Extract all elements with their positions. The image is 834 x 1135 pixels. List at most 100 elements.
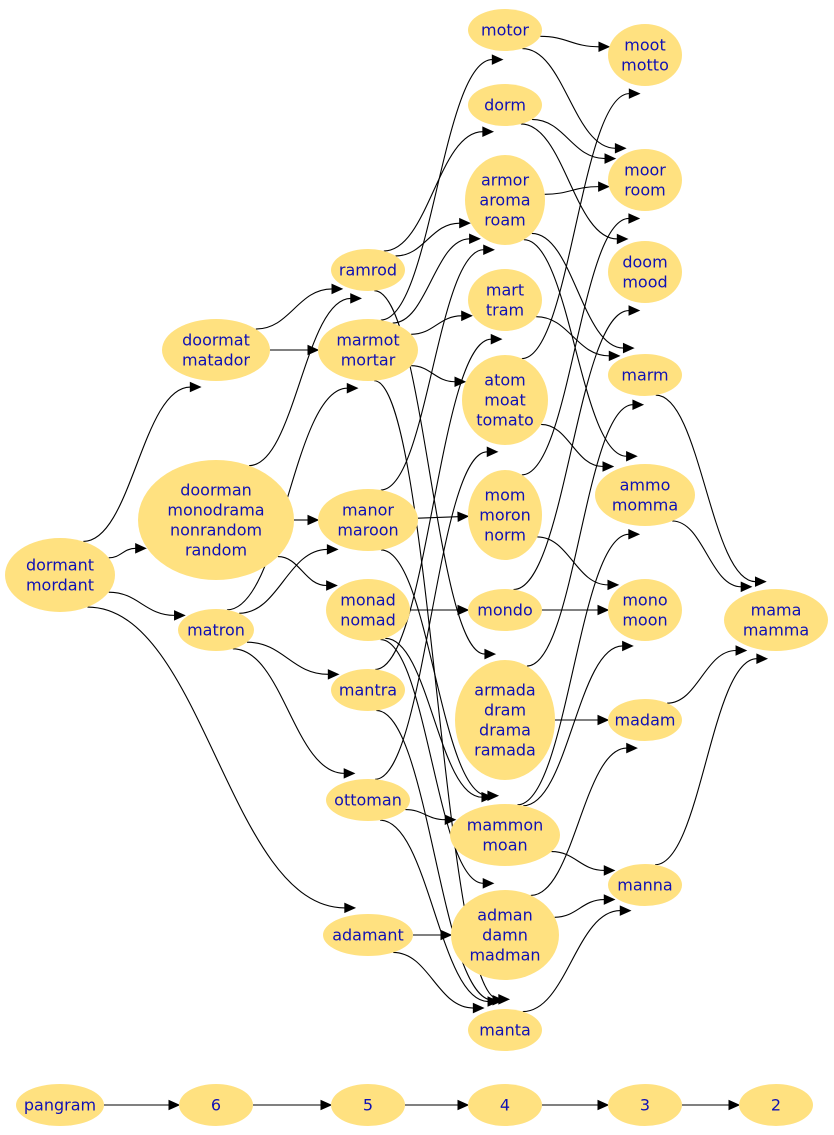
edge-dormant-to-doorman xyxy=(108,543,147,559)
edge-armor-to-marm xyxy=(531,232,635,354)
edge-line xyxy=(522,910,621,1013)
node-mantra: mantra xyxy=(331,669,405,711)
node-label: mono xyxy=(622,591,667,610)
arrowhead-icon xyxy=(728,1099,741,1111)
edge-line xyxy=(513,309,630,591)
edge-line xyxy=(405,809,446,821)
node-ellipse xyxy=(331,669,405,711)
arrowhead-icon xyxy=(616,233,629,245)
edge-line xyxy=(521,217,629,476)
edge-line xyxy=(654,658,757,866)
node-ellipse xyxy=(16,1084,104,1126)
node-label: norm xyxy=(484,526,526,545)
arrowhead-icon xyxy=(628,529,641,540)
node-label: motor xyxy=(481,21,529,40)
edge-line xyxy=(385,637,482,798)
node-dorm: dorm xyxy=(468,84,542,126)
node-label: motto xyxy=(621,56,669,75)
edge-line xyxy=(531,118,606,160)
node-ellipse xyxy=(608,149,682,211)
node-label: roam xyxy=(484,211,525,230)
edge-matron-to-mantra xyxy=(246,641,340,680)
edge-motor-to-moor xyxy=(522,48,627,154)
node-pangram: pangram xyxy=(16,1084,104,1126)
edge-atom-to-moot xyxy=(521,88,641,360)
arrowhead-icon xyxy=(622,640,634,652)
arrowhead-icon xyxy=(487,996,500,1007)
edge-ramrod-to-armada xyxy=(374,290,497,660)
edge-mom-to-moor xyxy=(521,213,641,476)
arrowhead-icon xyxy=(614,142,627,154)
node-ellipse xyxy=(468,589,542,631)
node-ellipse xyxy=(162,319,270,381)
node-label: moon xyxy=(622,611,667,630)
node-ellipse xyxy=(595,464,695,526)
edge-ottoman-to-mammon xyxy=(405,809,457,826)
edge-doorman-to-manor xyxy=(294,514,320,526)
arrowhead-icon xyxy=(346,382,359,394)
node-label: 4 xyxy=(500,1096,510,1115)
edge-l3-to-l2 xyxy=(682,1099,741,1111)
node-label: armada xyxy=(474,681,535,700)
node-ellipse xyxy=(724,589,828,651)
node-ellipse xyxy=(318,489,418,551)
arrowhead-icon xyxy=(457,511,470,523)
edge-line xyxy=(246,641,329,675)
node-label: adman xyxy=(477,906,533,925)
arrowhead-icon xyxy=(603,894,616,905)
node-matron: matron xyxy=(178,609,254,651)
node-ellipse xyxy=(455,660,555,780)
edge-line xyxy=(521,93,630,360)
arrowhead-icon xyxy=(168,1099,181,1111)
node-label: atom xyxy=(484,371,525,390)
edge-dormant-to-adamant xyxy=(87,606,357,914)
arrowhead-icon xyxy=(626,742,638,754)
arrowhead-icon xyxy=(481,791,494,803)
node-label: dorm xyxy=(484,96,526,115)
edge-madam-to-mama xyxy=(667,645,748,704)
edge-line xyxy=(544,186,599,195)
node-ramrod: ramrod xyxy=(331,249,405,291)
node-label: matador xyxy=(182,351,250,370)
node-ottoman: ottoman xyxy=(326,779,410,821)
arrowhead-icon xyxy=(756,653,769,664)
arrowhead-icon xyxy=(490,333,503,345)
arrowhead-icon xyxy=(628,305,641,316)
arrowhead-icon xyxy=(604,153,617,164)
node-label: mammon xyxy=(467,816,544,835)
arrowhead-icon xyxy=(619,905,632,916)
edge-line xyxy=(395,222,460,257)
edge-doorman-to-ramrod xyxy=(249,293,362,467)
arrowhead-icon xyxy=(135,543,147,554)
node-ellipse xyxy=(468,269,542,331)
node-label: nomad xyxy=(340,611,395,630)
node-l4: 4 xyxy=(468,1084,542,1126)
node-l3: 3 xyxy=(608,1084,682,1126)
edge-line xyxy=(522,48,616,149)
node-label: monodrama xyxy=(167,501,264,520)
node-label: room xyxy=(624,181,665,200)
node-ellipse xyxy=(323,914,413,956)
arrowhead-icon xyxy=(457,1099,470,1111)
edge-line xyxy=(517,533,629,806)
arrowhead-icon xyxy=(491,54,504,65)
node-label: mantra xyxy=(339,681,397,700)
node-label: nonrandom xyxy=(170,521,262,540)
edge-line xyxy=(255,288,333,330)
edge-dormant-to-matron xyxy=(108,591,186,621)
node-l6: 6 xyxy=(179,1084,253,1126)
arrowhead-icon xyxy=(602,461,615,472)
node-label: tomato xyxy=(476,411,534,430)
node-label: mama xyxy=(751,601,802,620)
node-label: mood xyxy=(622,273,667,292)
node-label: moan xyxy=(482,836,527,855)
arrowhead-icon xyxy=(326,580,338,591)
